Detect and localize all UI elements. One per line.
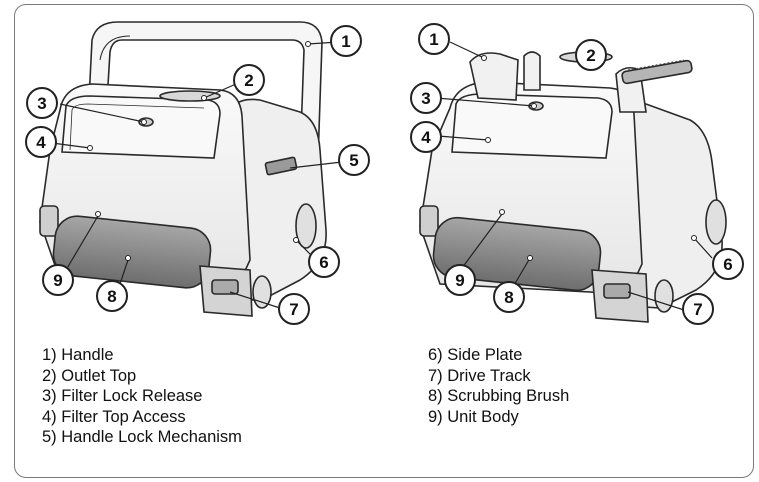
right-leader-dots — [481, 55, 697, 261]
callout-left-2: 2 — [233, 64, 265, 96]
svg-text:2: 2 — [244, 71, 253, 90]
svg-text:8: 8 — [504, 288, 513, 307]
svg-text:2: 2 — [586, 46, 595, 65]
callout-right-6: 6 — [712, 248, 744, 280]
callout-right-1: 1 — [418, 23, 450, 55]
legend-item-unit-body: 9) Unit Body — [428, 407, 519, 426]
callout-right-2: 2 — [575, 39, 607, 71]
callout-left-8: 8 — [96, 280, 128, 312]
brush-shape — [52, 215, 212, 289]
legend-item-outlet-top: 2) Outlet Top — [42, 366, 137, 385]
callout-left-7: 7 — [278, 293, 310, 325]
legend-item-filter-top-access: 4) Filter Top Access — [42, 407, 186, 426]
legend-item-handle: 1) Handle — [42, 346, 114, 364]
legend-item-filter-lock-release: 3) Filter Lock Release — [42, 387, 203, 405]
left-callouts: 1 2 3 4 5 6 7 8 9 — [25, 25, 370, 325]
svg-text:5: 5 — [349, 151, 358, 170]
left-unit — [39, 21, 327, 317]
callout-left-4: 4 — [25, 126, 57, 158]
svg-text:3: 3 — [37, 94, 46, 113]
svg-text:1: 1 — [429, 30, 438, 49]
svg-text:3: 3 — [421, 89, 430, 108]
callout-right-8: 8 — [493, 281, 525, 313]
right-leaders — [435, 41, 713, 311]
svg-text:6: 6 — [723, 255, 732, 274]
callout-right-7: 7 — [682, 293, 714, 325]
legend-left: 1) Handle 2) Outlet Top 3) Filter Lock R… — [42, 345, 242, 448]
legend-item-scrubbing-brush: 8) Scrubbing Brush — [428, 387, 570, 405]
svg-text:7: 7 — [289, 300, 298, 319]
callout-right-9: 9 — [444, 264, 476, 296]
legend-right: 6) Side Plate 7) Drive Track 8) Scrubbin… — [428, 345, 569, 427]
callout-left-6: 6 — [308, 246, 340, 278]
diagram-frame — [14, 4, 754, 478]
callout-right-3: 3 — [410, 82, 442, 114]
svg-text:4: 4 — [421, 128, 431, 147]
legend-item-drive-track: 7) Drive Track — [428, 366, 531, 385]
legend-item-side-plate: 6) Side Plate — [428, 346, 523, 364]
callout-left-9: 9 — [42, 264, 74, 296]
svg-text:9: 9 — [455, 271, 464, 290]
svg-text:8: 8 — [107, 287, 116, 306]
right-callouts: 1 2 3 4 6 7 8 9 — [410, 23, 744, 325]
svg-text:4: 4 — [36, 133, 46, 152]
callout-right-4: 4 — [410, 121, 442, 153]
right-unit — [419, 51, 727, 323]
left-leaders — [51, 41, 343, 309]
callout-left-5: 5 — [338, 144, 370, 176]
svg-text:9: 9 — [53, 271, 62, 290]
legend-item-handle-lock-mechanism: 5) Handle Lock Mechanism — [42, 428, 242, 446]
svg-text:6: 6 — [319, 253, 328, 272]
callout-left-1: 1 — [330, 25, 362, 57]
svg-text:1: 1 — [341, 32, 350, 51]
robot-cleaner-figure: 1 2 3 4 5 6 7 8 9 1 2 3 4 6 7 8 9 — [25, 21, 744, 325]
svg-text:7: 7 — [693, 300, 702, 319]
left-leader-dots — [87, 41, 311, 261]
callout-left-3: 3 — [26, 87, 58, 119]
